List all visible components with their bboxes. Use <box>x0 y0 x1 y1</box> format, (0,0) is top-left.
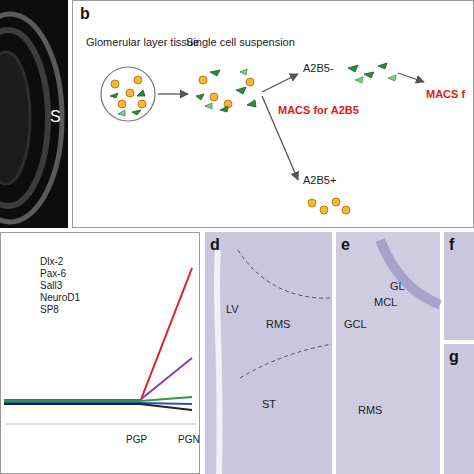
step-label: Single cell suspension <box>186 36 295 48</box>
chart-panel <box>1 233 200 474</box>
section-panel <box>444 344 474 474</box>
gene-name: Dlx-2 <box>40 256 63 267</box>
cell-layer <box>380 240 440 305</box>
step-label: Glomerular layer tissue <box>86 36 199 48</box>
dashed-boundary <box>240 344 332 378</box>
axis-label: PGP <box>126 434 147 445</box>
region-label: GL <box>390 280 405 292</box>
fraction-label: A2B5- <box>303 62 334 74</box>
gene-name: Sall3 <box>40 280 62 291</box>
region-label: LV <box>226 303 239 315</box>
gene-name: Pax-6 <box>40 268 66 279</box>
region-label: ST <box>262 398 276 410</box>
region-label: RMS <box>358 404 382 416</box>
panel-letter: e <box>341 236 350 254</box>
axis-label: PGN <box>178 434 200 445</box>
dashed-boundary <box>238 250 332 298</box>
region-label: GCL <box>344 318 367 330</box>
section-panel <box>444 232 474 340</box>
chart-axis <box>6 424 196 425</box>
region-label: RMS <box>266 318 290 330</box>
section-panel <box>336 232 440 474</box>
tissue-circle <box>101 67 155 121</box>
tissue-ring <box>0 30 48 206</box>
expression-lines <box>4 268 192 410</box>
panel-letter: g <box>449 348 459 366</box>
panel-text: S <box>50 108 61 126</box>
panel-letter: f <box>449 236 454 254</box>
panel-frame <box>73 1 474 228</box>
light-green-cells <box>118 69 396 116</box>
panel-letter: d <box>210 236 220 254</box>
gene-name: SP8 <box>40 304 59 315</box>
tissue-core <box>0 52 30 184</box>
region-label: MCL <box>374 296 397 308</box>
flow-arrows <box>158 73 424 180</box>
method-label: MACS f <box>426 88 465 100</box>
fraction-label: A2B5+ <box>303 174 336 186</box>
section-panel <box>205 232 332 474</box>
ventricle <box>217 250 220 474</box>
panel-letter: b <box>80 5 90 23</box>
tissue-ring <box>0 14 62 222</box>
a2b5-positive-cells <box>111 76 350 214</box>
method-label: MACS for A2B5 <box>278 104 359 116</box>
gene-name: NeuroD1 <box>40 292 80 303</box>
